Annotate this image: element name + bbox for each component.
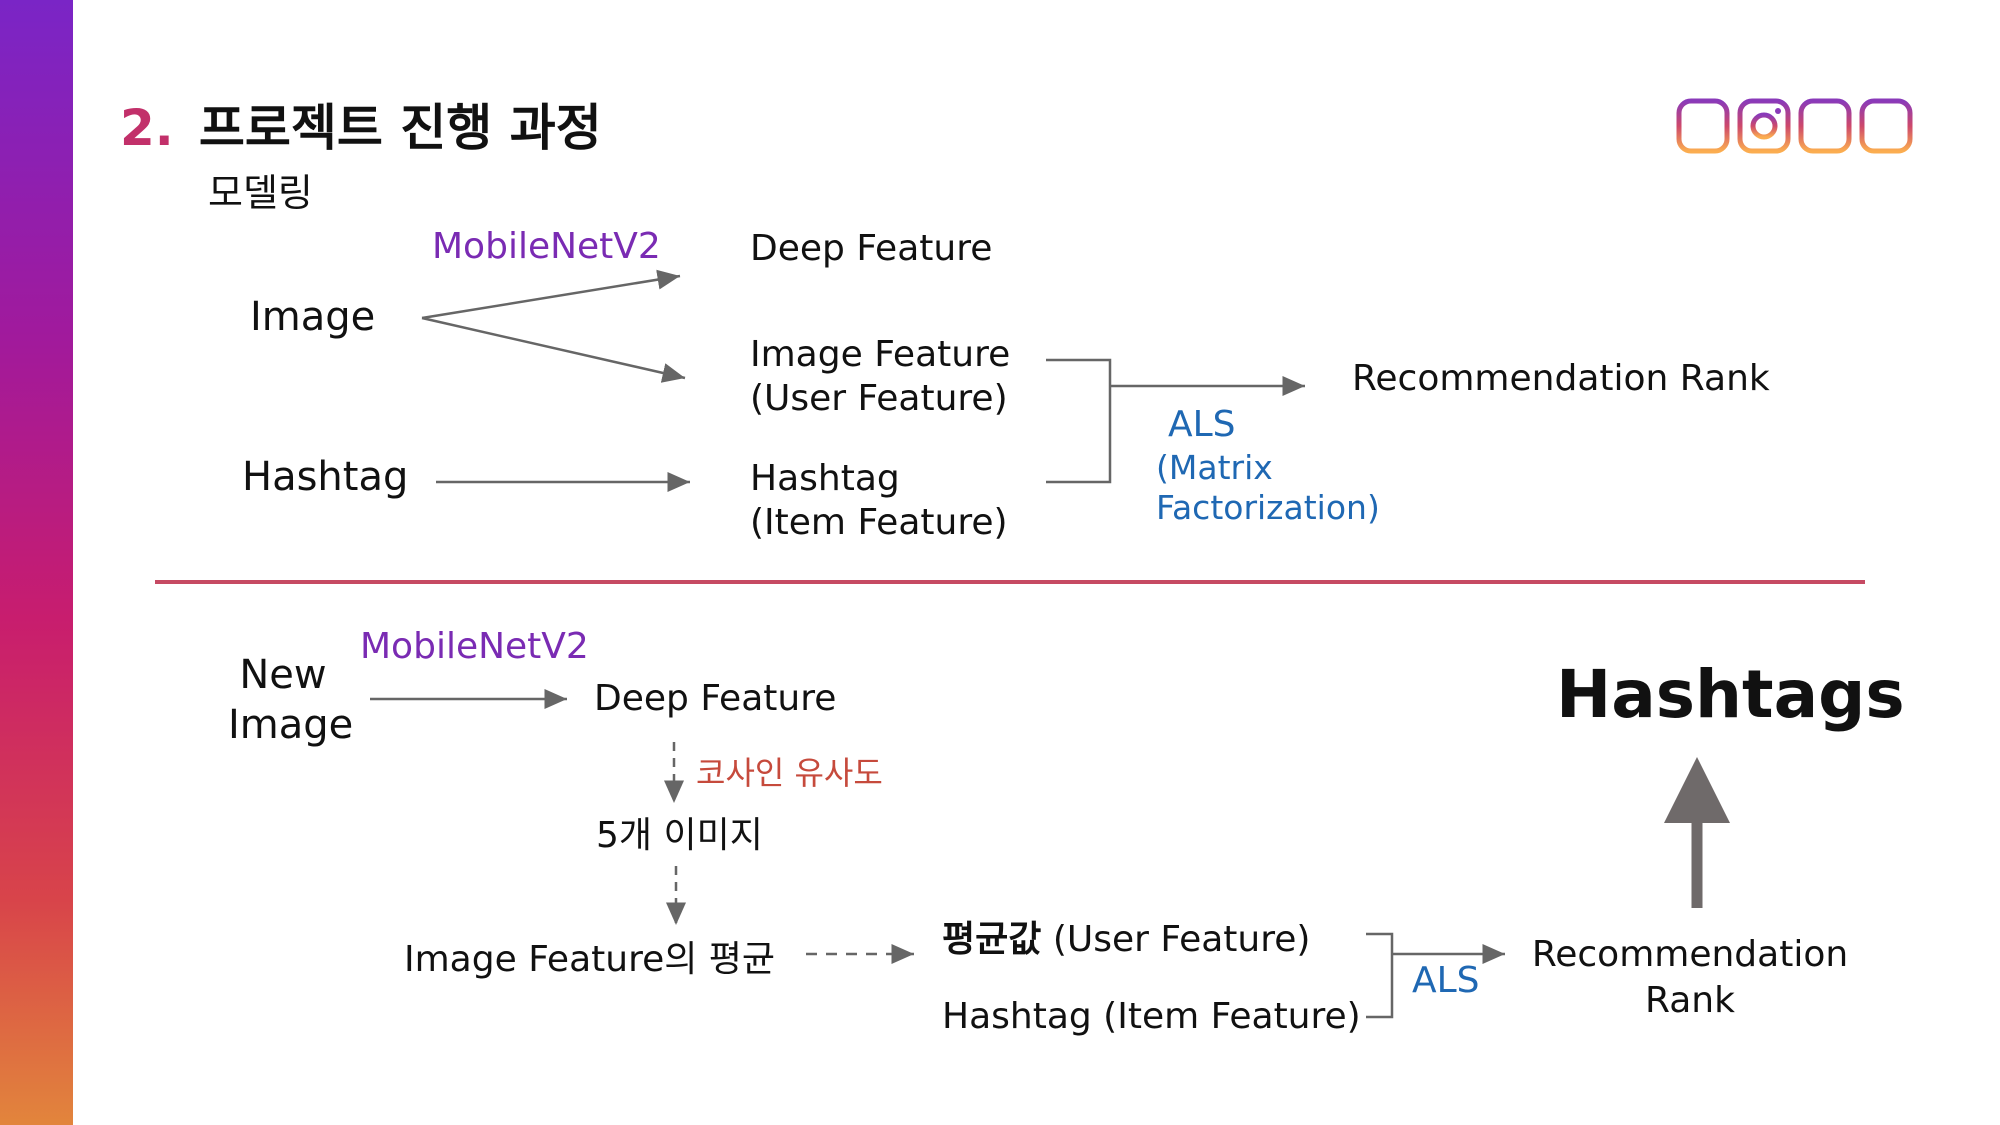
image-feature-label: Image Feature <box>750 334 1011 375</box>
arrow-image-to-imagefeature <box>421 316 686 383</box>
rank-line1: Recommendation <box>1531 934 1849 975</box>
section-number: 2. <box>120 99 174 157</box>
hashtag-feature-label: Hashtag <box>750 458 900 499</box>
arrow-image-to-deep <box>421 269 681 320</box>
deep-feature-inference: Deep Feature <box>594 678 837 719</box>
avg-image-feature-label: Image Feature의 평균 <box>404 939 776 980</box>
als-label-inference: ALS <box>1412 960 1480 1001</box>
deep-feature-label: Deep Feature <box>750 228 993 269</box>
item-feature-suffix: (Item Feature) <box>1091 996 1361 1037</box>
section-title: 프로젝트 진행 과정 <box>198 99 602 157</box>
slide-subtitle: 모델링 <box>208 171 313 215</box>
user-feature-label: (User Feature) <box>750 378 1008 419</box>
top-5-images-label: 5개 이미지 <box>596 815 763 856</box>
user-feature-suffix: (User Feature) <box>1041 919 1311 960</box>
new-image-line2: Image <box>228 702 354 748</box>
instagram-icon <box>1676 98 1913 154</box>
new-image-line1: New <box>239 652 327 698</box>
rank-line2: Rank <box>1645 980 1735 1021</box>
als-factorization-label: Factorization) <box>1156 488 1380 527</box>
section-divider <box>155 580 1865 584</box>
slide-title: 2. 프로젝트 진행 과정 <box>120 88 602 160</box>
model-label-inference: MobileNetV2 <box>360 626 589 667</box>
model-label-training: MobileNetV2 <box>432 226 661 267</box>
bracket-als-training <box>1046 358 1112 484</box>
item-feature-inference: Hashtag (Item Feature) <box>942 996 1361 1037</box>
new-image-label: New Image <box>228 650 354 750</box>
bracket-als-inference <box>1366 932 1394 1019</box>
user-feature-inference: 평균값 (User Feature) <box>942 910 1310 962</box>
gradient-sidebar <box>0 0 73 1125</box>
hashtag-item-label: Hashtag <box>942 996 1092 1037</box>
cosine-similarity-label: 코사인 유사도 <box>696 754 883 792</box>
recommendation-rank-inference: Recommendation Rank <box>1530 932 1850 1024</box>
input-hashtag-label: Hashtag <box>242 454 409 500</box>
hashtags-result: Hashtags <box>1556 656 1905 733</box>
recommendation-rank-training: Recommendation Rank <box>1352 358 1770 399</box>
als-label-training: ALS <box>1168 404 1236 445</box>
avg-value-label: 평균값 <box>942 919 1042 960</box>
als-matrix-label: (Matrix <box>1156 448 1273 487</box>
item-feature-label: (Item Feature) <box>750 502 1008 543</box>
input-image-label: Image <box>250 294 376 340</box>
